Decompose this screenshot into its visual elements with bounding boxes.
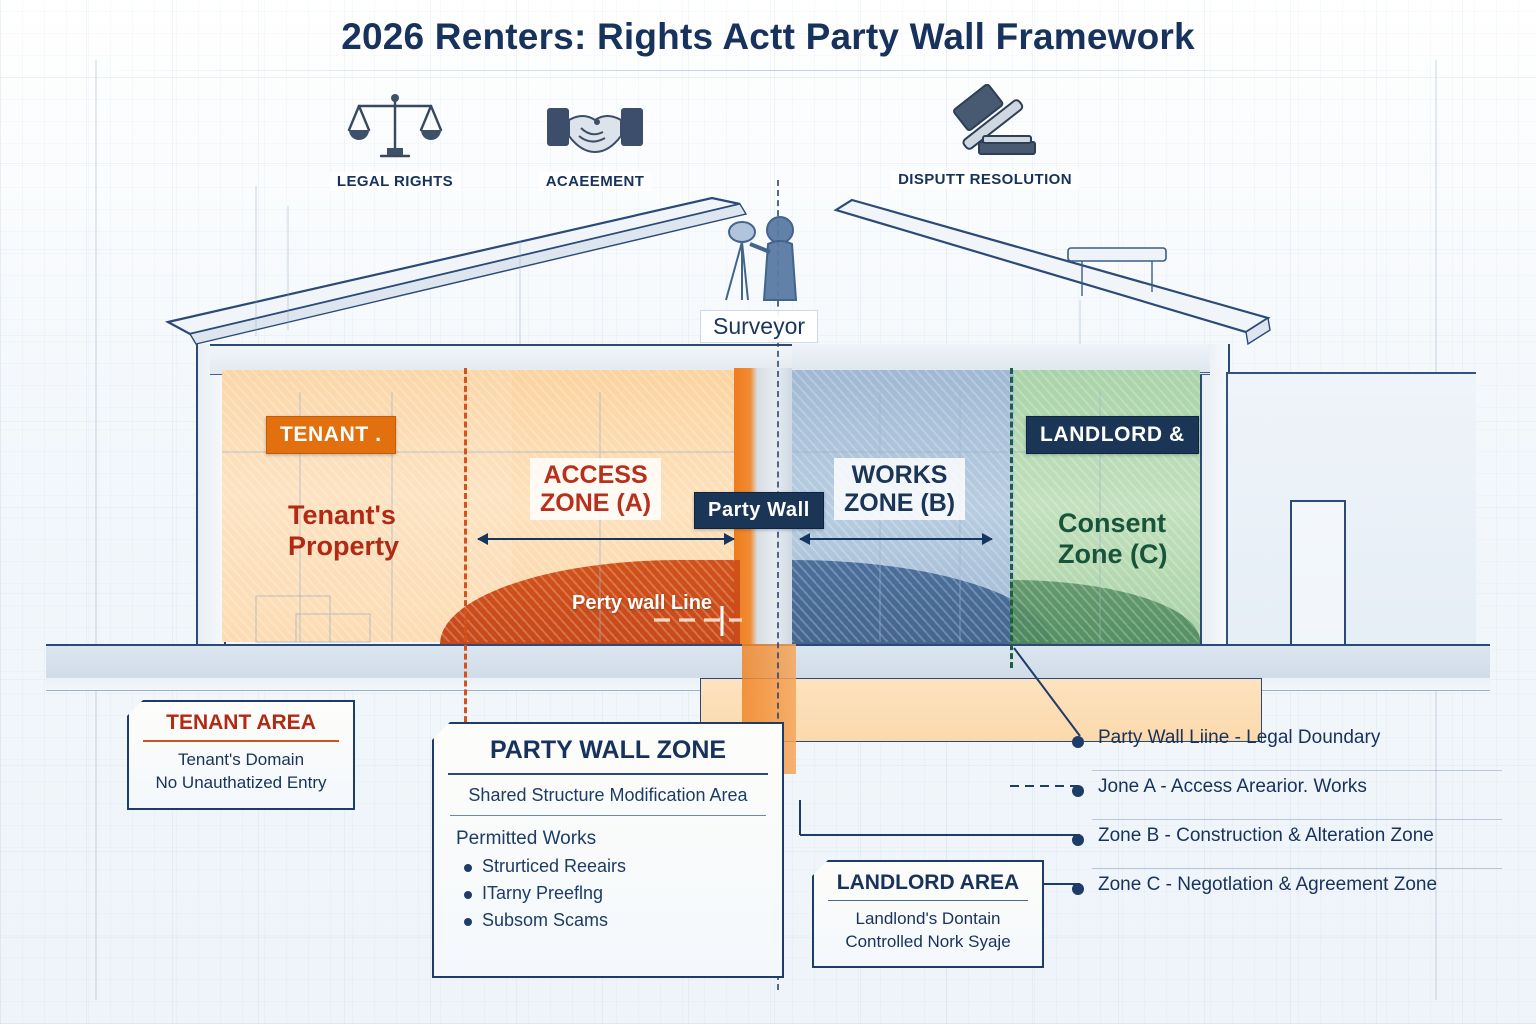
legend-bullet-icon — [1072, 883, 1084, 895]
outbuilding-door — [1290, 500, 1346, 646]
ceiling-band-right — [792, 344, 1210, 373]
label-access-zone-line2: ZONE (A) — [540, 489, 652, 517]
card-landlord-line2: Controlled Nork Syaje — [845, 931, 1011, 951]
icon-caption-agreement: ACAEEMENT — [538, 172, 652, 191]
card-tenant-body: Tenant's Domain No Unauthatized Entry — [129, 749, 353, 795]
card-party-heading: PARTY WALL ZONE — [489, 736, 727, 764]
icon-caption-legal-rights: LEGAL RIGHTS — [329, 172, 461, 191]
right-outbuilding — [1226, 372, 1476, 648]
legend-label: Party Wall Liine - Legal Doundary — [1098, 727, 1381, 748]
title-divider — [72, 70, 1464, 71]
card-tenant-heading: TENANT AREA — [166, 711, 316, 734]
label-consent-zone-line2: Zone (C) — [1058, 538, 1168, 569]
label-tenant-property: Tenant's Property — [288, 500, 399, 562]
card-tenant-line2: No Unauthatized Entry — [155, 772, 327, 792]
card-party-wall-zone: PARTY WALL ZONE Shared Structure Modific… — [432, 722, 784, 978]
label-access-zone-line1: ACCESS — [543, 461, 648, 489]
divider-consent-zone — [1010, 368, 1013, 668]
icon-block-dispute-resolution: DISPUTT RESOLUTION — [890, 84, 1080, 189]
label-tenant-property-line2: Property — [288, 530, 400, 561]
label-works-zone-line2: ZONE (B) — [844, 489, 956, 517]
badge-party-wall: Party Wall — [694, 492, 824, 529]
label-party-wall-line: Perty wall Line — [572, 592, 713, 614]
exterior-wall-left — [196, 344, 226, 644]
legend-item-zone-b: Zone B - Construction & Alteration Zone — [1072, 820, 1502, 869]
label-access-zone: ACCESS ZONE (A) — [530, 458, 662, 520]
label-consent-zone-line1: Consent — [1058, 508, 1166, 538]
card-landlord-area: LANDLORD AREA Landlond's Dontain Control… — [812, 860, 1044, 968]
zone-tenant-property — [222, 370, 512, 642]
legend-bullet-icon — [1072, 834, 1084, 846]
list-item: Subsom Scams — [464, 910, 782, 931]
gavel-icon — [890, 84, 1080, 166]
card-landlord-line1: Landlond's Dontain — [855, 909, 1001, 928]
card-tenant-rule — [143, 740, 339, 742]
legend-item-zone-a: Jone A - Access Arearior. Works — [1072, 771, 1502, 820]
page-title: 2026 Renters: Rights Actt Party Wall Fra… — [341, 16, 1195, 57]
divider-access-zone — [464, 368, 467, 740]
card-party-subtitle: Shared Structure Modification Area — [468, 785, 748, 805]
label-tenant-property-line1: Tenant's — [288, 500, 396, 530]
badge-tenant: TENANT . — [266, 416, 396, 454]
legend-bullet-icon — [1072, 736, 1084, 748]
card-landlord-heading: LANDLORD AREA — [836, 871, 1020, 894]
label-works-zone-line1: WORKS — [851, 461, 948, 489]
card-tenant-line1: Tenant's Domain — [177, 750, 305, 769]
badge-landlord: LANDLORD & — [1026, 416, 1199, 454]
card-tenant-area: TENANT AREA Tenant's Domain No Unauthati… — [127, 700, 355, 810]
legend-separator — [1092, 868, 1502, 869]
legend-label: Jone A - Access Arearior. Works — [1098, 776, 1367, 797]
scales-icon — [325, 88, 465, 168]
card-party-works-heading: Permitted Works — [456, 828, 597, 849]
dimension-arrow-zone-b — [799, 533, 993, 545]
label-works-zone: WORKS ZONE (B) — [834, 458, 966, 520]
list-item: Strurticed Reeairs — [464, 856, 782, 877]
icon-block-legal-rights: LEGAL RIGHTS — [325, 88, 465, 191]
dimension-arrow-zone-a — [477, 533, 735, 545]
list-item: ITarny Preeflng — [464, 883, 782, 904]
handshake-icon — [525, 88, 665, 168]
card-party-rule2 — [450, 815, 766, 816]
legend-separator — [1092, 819, 1502, 820]
legend-label: Zone C - Negotlation & Agreement Zone — [1098, 874, 1438, 895]
surveyor-label: Surveyor — [700, 310, 819, 343]
label-consent-zone: Consent Zone (C) — [1058, 508, 1167, 570]
legend-item-zone-c: Zone C - Negotlation & Agreement Zone — [1072, 869, 1492, 918]
legend-bullet-icon — [1072, 785, 1084, 797]
legend-label: Zone B - Construction & Alteration Zone — [1098, 825, 1434, 846]
party-wall-centerline — [777, 180, 779, 990]
legend-separator — [1092, 770, 1502, 771]
icon-block-agreement: ACAEEMENT — [525, 88, 665, 191]
icon-caption-dispute-resolution: DISPUTT RESOLUTION — [891, 170, 1079, 189]
card-party-rule — [448, 773, 768, 775]
card-party-works-list: Strurticed Reeairs ITarny Preeflng Subso… — [464, 856, 782, 931]
card-landlord-rule — [828, 900, 1028, 901]
legend-list: Party Wall Liine - Legal Doundary Jone A… — [1072, 722, 1502, 918]
legend-item-party-wall-line: Party Wall Liine - Legal Doundary — [1072, 722, 1502, 771]
card-landlord-body: Landlond's Dontain Controlled Nork Syaje — [814, 908, 1042, 954]
